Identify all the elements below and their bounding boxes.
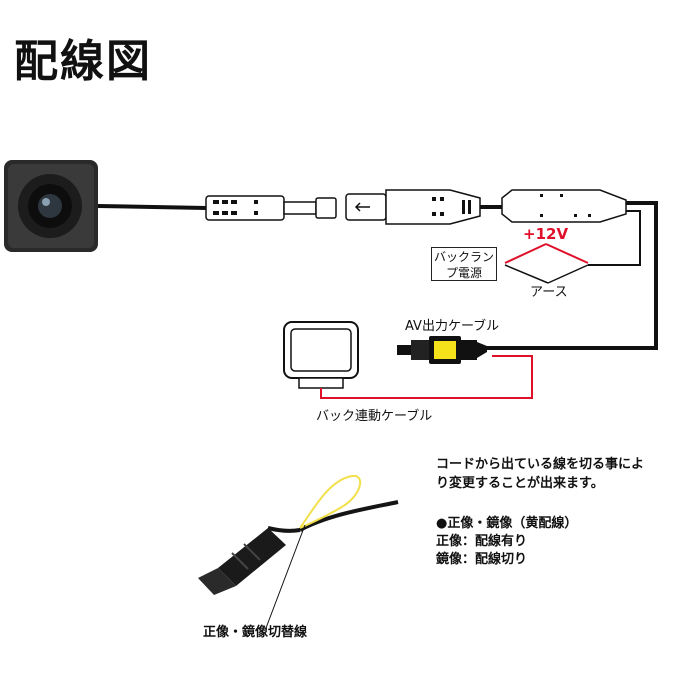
backlamp-label-line1: バックラン [433, 250, 494, 264]
mode-mirror: 鏡像：配線切り [436, 552, 528, 567]
power-cable [588, 210, 641, 266]
rca-plug [397, 336, 487, 364]
av-cable-label: AV出力ケーブル [405, 319, 500, 334]
camera-icon [4, 160, 98, 252]
monitor-icon [283, 321, 359, 389]
backlamp-label-line2: プ電源 [445, 266, 482, 280]
cable-splitter [501, 189, 627, 223]
mode-normal: 正像：配線有り [436, 534, 528, 549]
backlamp-power-box: バックラン プ電源 [431, 247, 497, 281]
note-line-2: り変更することが出来ます。 [436, 476, 604, 491]
mode-title: ●正像・鏡像（黄配線） [436, 516, 578, 531]
video-cable [486, 201, 658, 350]
power-12v-label: +12V [523, 225, 569, 243]
back-link-cable-label: バック連動ケーブル [316, 409, 433, 424]
camera-cable [97, 204, 207, 210]
connector-male [205, 195, 337, 221]
instruction-note: コードから出ている線を切る事によ り変更することが出来ます。 [436, 455, 676, 493]
switch-wire-photo [198, 474, 399, 629]
note-line-1: コードから出ている線を切る事によ [436, 457, 645, 472]
earth-label: アース [530, 285, 568, 300]
page-title: 配線図 [14, 36, 152, 87]
connector-female [345, 189, 481, 225]
switch-wire-label: 正像・鏡像切替線 [203, 625, 308, 640]
back-link-wire [320, 355, 533, 399]
